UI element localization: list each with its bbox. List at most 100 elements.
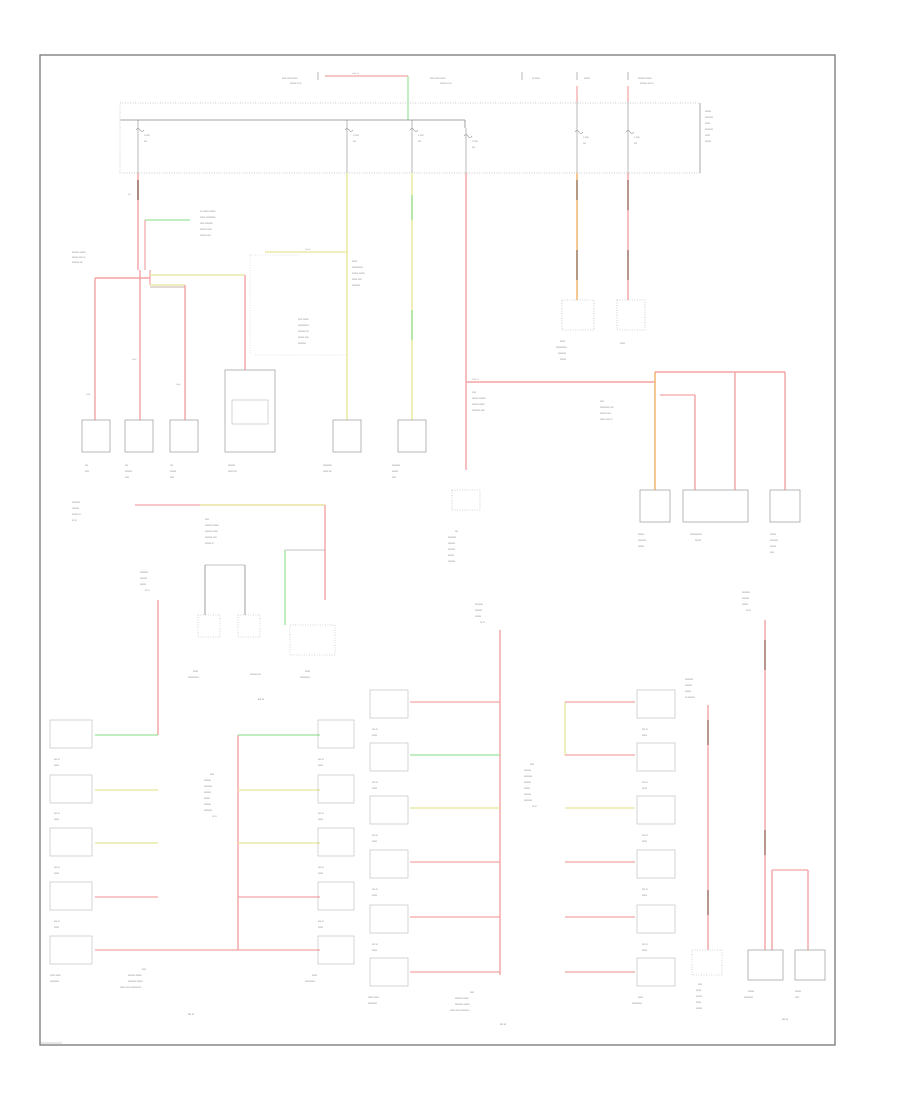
component-box-5	[332, 419, 362, 453]
svg-text:▪▪▪ ▪▪: ▪▪▪ ▪▪	[782, 1017, 788, 1021]
svg-text:▪▪▪▪▪▪ ▪▪▪▪▪▪: ▪▪▪▪▪▪ ▪▪▪▪▪▪	[352, 271, 365, 275]
svg-text:▪▪▪▪▪: ▪▪▪▪▪	[54, 763, 59, 767]
svg-text:▪▪▪▪▪: ▪▪▪▪▪	[318, 763, 323, 767]
svg-text:▪▪▪▪▪▪▪: ▪▪▪▪▪▪▪	[228, 463, 235, 467]
svg-text:▪▪▪▪▪▪▪▪▪: ▪▪▪▪▪▪▪▪▪	[50, 979, 59, 983]
svg-text:▪▪▪▪▪▪ ▪▪▪▪: ▪▪▪▪▪▪ ▪▪▪▪	[600, 411, 611, 415]
fuse-4: ▪ ▪▪▪▪▪▪▪	[463, 128, 478, 173]
component-row-1: ▪▪▪▪▪▪▪ ▪▪▪▪▪▪▪▪▪▪▪▪▪▪ ▪▪▪▪▪▪▪▪▪▪▪▪▪ ▪▪▪…	[81, 369, 427, 479]
svg-text:▪▪▪▪▪▪▪: ▪▪▪▪▪▪▪	[140, 576, 147, 580]
svg-text:▪▪▪▪▪▪▪: ▪▪▪▪▪▪▪	[204, 778, 211, 782]
svg-text:▪ ▪▪▪▪: ▪ ▪▪▪▪	[583, 135, 589, 139]
right-pink-branch-wires: ▪▪▪▪▪ ▪▪ ▪▪▪▪ ▪▪▪▪▪▪ ▪▪▪▪▪▪▪ ▪▪▪▪▪▪ ▪▪▪▪…	[465, 173, 786, 490]
svg-text:▪▪▪▪: ▪▪▪▪	[210, 772, 214, 776]
svg-text:▪▪▪▪▪: ▪▪▪▪▪	[372, 786, 377, 790]
svg-text:▪▪▪▪▪▪: ▪▪▪▪▪▪	[685, 689, 691, 693]
component-box-11	[794, 949, 826, 981]
svg-text:▪▪▪▪: ▪▪▪▪	[698, 982, 702, 986]
svg-text:▪▪▪▪▪▪▪: ▪▪▪▪▪▪▪	[685, 683, 692, 687]
svg-text:▪▪▪ ▪▪: ▪▪▪ ▪▪	[500, 1022, 506, 1026]
component-row-1-right: ▪▪▪ ▪▪▪▪▪▪▪▪ ▪▪▪▪▪▪▪ ▪▪▪▪▪▪▪ ▪▪▪▪▪▪ ▪▪▪▪…	[448, 489, 801, 563]
svg-text:▪▪▪ ▪▪: ▪▪▪ ▪▪	[642, 942, 648, 946]
svg-text:▪▪▪▪▪▪▪ ▪▪▪▪▪▪: ▪▪▪▪▪▪▪ ▪▪▪▪▪▪	[72, 250, 86, 254]
svg-text:▪▪▪▪▪: ▪▪▪▪▪	[193, 669, 198, 673]
svg-text:▪▪▪▪▪▪▪▪: ▪▪▪▪▪▪▪▪	[685, 677, 693, 681]
component-box-9	[769, 489, 801, 523]
svg-text:▪▪▪▪▪▪▪▪▪: ▪▪▪▪▪▪▪▪▪	[323, 463, 332, 467]
svg-text:▪▪▪▪▪▪ ▪▪▪▪▪▪: ▪▪▪▪▪▪ ▪▪▪▪▪▪	[472, 402, 485, 406]
svg-text:▪▪▪▪▪▪: ▪▪▪▪▪▪	[305, 248, 311, 251]
svg-text:▪▪▪▪▪▪ ▪▪: ▪▪▪▪▪▪ ▪▪	[72, 512, 81, 516]
svg-text:▪▪▪ ▪▪: ▪▪▪ ▪▪	[258, 697, 264, 701]
svg-text:▪▪▪▪▪▪: ▪▪▪▪▪▪	[705, 139, 711, 143]
svg-text:▪▪▪▪▪▪▪▪: ▪▪▪▪▪▪▪▪	[298, 341, 306, 345]
svg-text:▪▪▪▪▪▪: ▪▪▪▪▪▪	[638, 532, 644, 536]
middle-left-subsystem: ▪▪▪▪▪▪▪▪ ▪▪▪▪▪▪▪ ▪▪▪▪▪▪ ▪▪ ▪▪ ▪▪ ▪▪▪▪ ▪▪…	[72, 500, 336, 701]
svg-text:▪▪▪: ▪▪▪	[455, 529, 458, 533]
svg-text:▪▪▪ ▪▪: ▪▪▪ ▪▪	[372, 942, 378, 946]
svg-text:▪▪▪▪▪▪▪: ▪▪▪▪▪▪▪	[72, 506, 79, 510]
svg-text:▪▪▪▪▪▪: ▪▪▪▪▪▪	[742, 602, 748, 606]
svg-text:▪▪▪▪▪▪: ▪▪▪▪▪▪	[392, 469, 398, 473]
svg-text:▪▪▪▪▪: ▪▪▪▪▪	[318, 871, 323, 875]
svg-text:▪▪▪▪▪▪▪▪▪▪: ▪▪▪▪▪▪▪▪▪▪	[300, 675, 310, 679]
svg-text:▪▪▪ ▪▪: ▪▪▪ ▪▪	[642, 727, 648, 731]
component-box-4	[224, 369, 276, 453]
svg-text:▪▪▪▪▪▪▪: ▪▪▪▪▪▪▪	[204, 790, 211, 794]
svg-text:▪▪▪▪▪▪▪▪▪▪: ▪▪▪▪▪▪▪▪▪▪	[305, 979, 315, 983]
svg-text:▪▪▪▪▪: ▪▪▪▪▪	[372, 893, 377, 897]
top-feed-right: ▪▪▪▪ ▪▪▪▪▪ ▪▪▪▪▪ ▪▪▪▪▪▪ ▪▪ ▪▪ ▪▪ ▪▪▪▪▪ ▪…	[430, 72, 653, 102]
svg-text:▪▪▪▪▪▪: ▪▪▪▪▪▪	[584, 76, 590, 80]
svg-text:▪▪▪▪: ▪▪▪▪	[205, 517, 209, 521]
svg-text:▪▪▪ ▪▪: ▪▪▪ ▪▪	[318, 811, 324, 815]
svg-text:▪▪▪▪▪▪▪▪: ▪▪▪▪▪▪▪▪	[742, 590, 750, 594]
svg-text:▪▪ ▪▪: ▪▪ ▪▪	[532, 804, 537, 808]
svg-text:▪▪▪▪▪▪▪▪: ▪▪▪▪▪▪▪▪	[204, 784, 212, 788]
svg-text:▪▪▪▪: ▪▪▪▪	[470, 990, 474, 994]
svg-text:▪▪▪▪▪: ▪▪▪▪▪	[705, 121, 710, 125]
svg-text:▪▪▪▪▪: ▪▪▪▪▪	[54, 871, 59, 875]
svg-text:▪▪▪ ▪▪: ▪▪▪ ▪▪	[54, 757, 60, 761]
svg-text:▪▪▪▪▪: ▪▪▪▪▪	[86, 393, 91, 396]
svg-text:▪▪▪▪▪▪▪: ▪▪▪▪▪▪▪	[204, 802, 211, 806]
svg-text:▪▪▪▪▪▪: ▪▪▪▪▪▪	[770, 532, 776, 536]
svg-text:▪▪▪: ▪▪▪	[144, 139, 147, 143]
svg-text:▪▪▪▪▪: ▪▪▪▪▪	[318, 817, 323, 821]
svg-text:▪▪▪ ▪▪: ▪▪▪ ▪▪	[372, 887, 378, 891]
svg-text:▪▪▪▪▪▪▪▪: ▪▪▪▪▪▪▪▪	[524, 798, 532, 802]
svg-text:▪▪▪▪▪▪: ▪▪▪▪▪▪	[560, 357, 566, 361]
svg-text:▪▪▪▪▪▪▪: ▪▪▪▪▪▪▪	[448, 559, 455, 563]
svg-text:▪▪▪: ▪▪▪	[418, 139, 421, 143]
svg-text:▪ ▪▪▪▪: ▪ ▪▪▪▪	[353, 133, 359, 137]
svg-text:▪▪▪▪▪▪▪ ▪▪▪: ▪▪▪▪▪▪▪ ▪▪▪	[298, 329, 309, 333]
svg-text:▪▪▪▪▪▪▪▪: ▪▪▪▪▪▪▪▪	[352, 283, 360, 287]
svg-text:▪▪▪ ▪▪: ▪▪▪ ▪▪	[318, 919, 324, 923]
svg-text:▪▪▪▪▪ ▪▪▪: ▪▪▪▪▪ ▪▪▪	[323, 469, 332, 473]
svg-text:▪▪▪ ▪▪: ▪▪▪ ▪▪	[318, 757, 324, 761]
lower-left-block: ▪▪▪▪▪▪▪▪ ▪▪▪▪▪▪▪ ▪▪▪▪▪▪ ▪▪ ▪▪ ▪▪▪ ▪▪▪▪▪▪…	[49, 570, 355, 1016]
svg-text:▪▪▪▪▪▪: ▪▪▪▪▪▪	[696, 994, 702, 998]
component-box-10	[747, 949, 784, 981]
fuse-1: ▪ ▪▪▪▪▪▪▪	[135, 120, 150, 173]
svg-text:▪▪▪▪▪: ▪▪▪▪▪	[620, 341, 625, 345]
svg-text:▪▪▪▪▪▪▪ ▪▪▪▪▪▪: ▪▪▪▪▪▪▪ ▪▪▪▪▪▪	[128, 973, 142, 977]
svg-text:▪▪▪▪▪: ▪▪▪▪▪	[312, 973, 317, 977]
svg-text:▪▪▪▪▪▪▪▪ ▪▪▪▪▪▪: ▪▪▪▪▪▪▪▪ ▪▪▪▪▪▪	[128, 979, 143, 983]
svg-text:▪▪▪▪: ▪▪▪▪	[85, 469, 89, 473]
svg-text:▪▪▪ ▪▪: ▪▪▪ ▪▪	[188, 1012, 194, 1016]
svg-text:▪▪▪▪: ▪▪▪▪	[600, 399, 604, 403]
svg-text:▪▪▪▪ ▪▪▪▪▪ ▪▪▪▪▪: ▪▪▪▪ ▪▪▪▪▪ ▪▪▪▪▪	[430, 76, 445, 80]
svg-text:▪▪▪ ▪▪: ▪▪▪ ▪▪	[54, 865, 60, 869]
svg-text:▪▪▪▪▪▪▪▪: ▪▪▪▪▪▪▪▪	[392, 463, 400, 467]
svg-text:▪▪▪▪▪▪ ▪▪ ▪▪: ▪▪▪▪▪▪ ▪▪ ▪▪	[440, 81, 451, 85]
svg-text:▪▪ ▪▪▪▪▪▪ ▪▪▪▪▪▪: ▪▪ ▪▪▪▪▪▪ ▪▪▪▪▪▪	[200, 209, 215, 213]
svg-text:▪▪▪▪▪▪: ▪▪▪▪▪▪	[770, 544, 776, 548]
svg-text:▪▪▪▪▪ ▪▪▪▪ ▪▪▪▪▪▪▪▪▪: ▪▪▪▪▪ ▪▪▪▪ ▪▪▪▪▪▪▪▪▪	[450, 1008, 469, 1012]
svg-text:▪▪▪▪▪▪ ▪▪▪▪ ▪▪: ▪▪▪▪▪▪ ▪▪▪▪ ▪▪	[72, 255, 85, 259]
svg-text:▪▪▪▪▪▪▪: ▪▪▪▪▪▪▪	[524, 768, 531, 772]
svg-text:▪▪▪▪▪▪▪: ▪▪▪▪▪▪▪	[524, 780, 531, 784]
svg-text:▪▪▪: ▪▪▪	[170, 463, 173, 467]
svg-text:▪▪▪▪▪▪▪ ▪▪▪▪▪▪: ▪▪▪▪▪▪▪ ▪▪▪▪▪▪	[638, 76, 652, 80]
svg-text:▪▪▪ ▪▪: ▪▪▪ ▪▪	[642, 833, 648, 837]
svg-text:▪▪▪▪▪▪▪▪: ▪▪▪▪▪▪▪▪	[638, 538, 646, 542]
